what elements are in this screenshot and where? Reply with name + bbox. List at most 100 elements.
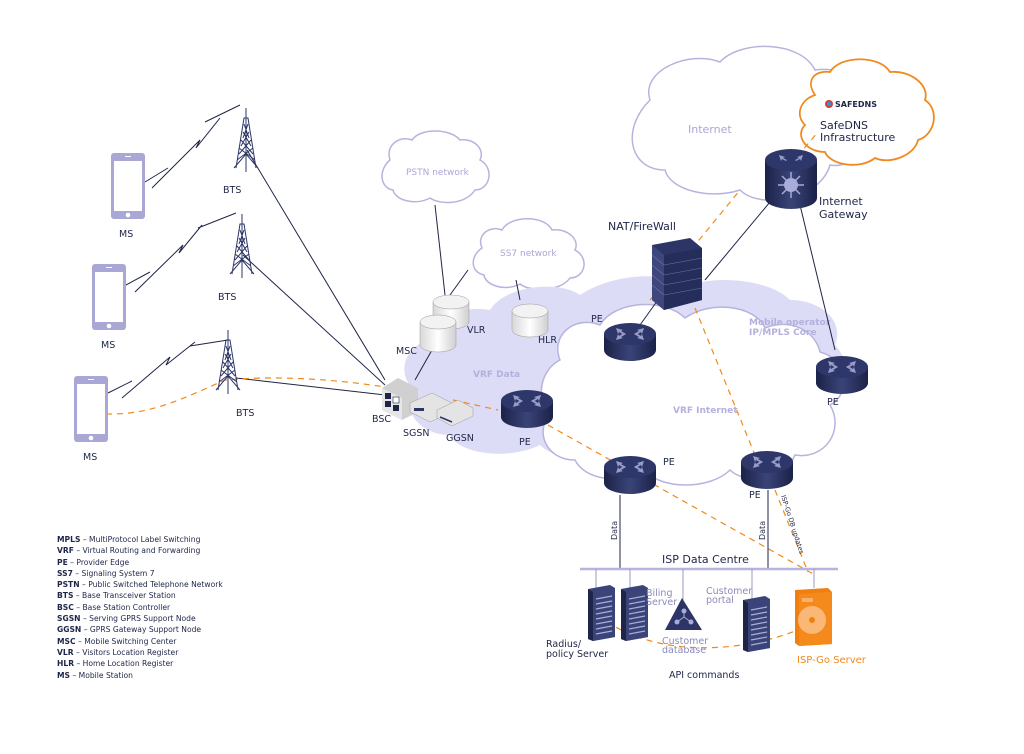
legend-desc: – Mobile Switching Center bbox=[75, 636, 177, 646]
pe-router-4 bbox=[741, 451, 793, 489]
safedns-brand: SAFEDNS bbox=[835, 100, 877, 109]
hlr-cylinder bbox=[511, 303, 549, 338]
legend-desc: – Signaling System 7 bbox=[72, 568, 155, 578]
legend-abbr: SGSN bbox=[57, 614, 81, 624]
hlr-label: HLR bbox=[538, 335, 557, 346]
ms-phone-3 bbox=[74, 376, 108, 442]
legend-row: VLR – Visitors Location Register bbox=[57, 647, 223, 658]
msc-cylinder bbox=[419, 314, 457, 353]
legend-abbr: VRF bbox=[57, 546, 74, 556]
portal-server-icon bbox=[742, 595, 771, 653]
ispgo-server-icon bbox=[795, 588, 832, 646]
legend-abbr: MSC bbox=[57, 636, 76, 646]
legend-row: MPLS – MultiProtocol Label Switching bbox=[57, 534, 223, 545]
legend-desc: – Mobile Station bbox=[70, 670, 133, 680]
billing-label-2: Server bbox=[646, 597, 677, 608]
legend-row: SGSN – Serving GPRS Support Node bbox=[57, 613, 223, 624]
legend-abbr: SS7 bbox=[57, 568, 73, 578]
ms-phone-2 bbox=[92, 264, 126, 330]
data-link-label-1: Data bbox=[610, 521, 619, 540]
legend-abbr: PE bbox=[57, 557, 68, 567]
radius-label-2: policy Server bbox=[546, 649, 608, 660]
legend-row: MS – Mobile Station bbox=[57, 670, 223, 681]
bsc-label: BSC bbox=[372, 414, 391, 425]
solid-links bbox=[107, 104, 836, 570]
legend-row: SS7 – Signaling System 7 bbox=[57, 568, 223, 579]
legend-abbr: MS bbox=[57, 670, 71, 680]
safedns-logo: SAFEDNS bbox=[825, 100, 877, 109]
pe-label-3: PE bbox=[663, 457, 675, 468]
ggsn-device bbox=[436, 399, 474, 427]
customer-database-icon bbox=[665, 598, 702, 630]
legend-row: PE – Provider Edge bbox=[57, 557, 223, 568]
billing-label: Biling bbox=[646, 588, 673, 599]
sgsn-label: SGSN bbox=[403, 428, 430, 439]
bts-label-3: BTS bbox=[236, 408, 254, 419]
legend-desc: – Provider Edge bbox=[67, 557, 130, 567]
vlr-label: VLR bbox=[467, 325, 486, 336]
datacentre-title: ISP Data Centre bbox=[662, 553, 749, 566]
portal-label-2: portal bbox=[706, 595, 734, 606]
legend-abbr: HLR bbox=[57, 659, 75, 669]
msc-label: MSC bbox=[396, 346, 417, 357]
pstn-cloud bbox=[381, 130, 490, 204]
legend-abbr: MPLS bbox=[57, 535, 81, 544]
firewall-label: NAT/FireWall bbox=[608, 220, 676, 233]
vrf-internet-label: VRF Internet bbox=[673, 406, 738, 416]
ms-label-2: MS bbox=[101, 340, 115, 351]
legend-desc: – Base Transceiver Station bbox=[73, 591, 176, 601]
mpls-core-label-2: IP/MPLS Core bbox=[749, 328, 816, 338]
legend-abbr: PSTN bbox=[57, 580, 80, 590]
ms-label-1: MS bbox=[119, 229, 133, 240]
billing-server-icon bbox=[620, 584, 649, 642]
safedns-subtitle: Infrastructure bbox=[820, 131, 896, 144]
pe-label-2: PE bbox=[519, 437, 531, 448]
legend-desc: – MultiProtocol Label Switching bbox=[80, 535, 201, 544]
legend-abbr: GGSN bbox=[57, 625, 82, 635]
bts-label-1: BTS bbox=[223, 185, 241, 196]
legend-row: MSC – Mobile Switching Center bbox=[57, 636, 223, 647]
safedns-title: SafeDNS bbox=[820, 119, 868, 132]
ggsn-label: GGSN bbox=[446, 433, 474, 444]
legend-row: GGSN – GPRS Gateway Support Node bbox=[57, 624, 223, 635]
legend-row: PSTN – Public Switched Telephone Network bbox=[57, 579, 223, 590]
pe-label-1: PE bbox=[591, 314, 603, 325]
radius-server-icon bbox=[587, 584, 616, 642]
bus-drops bbox=[595, 569, 815, 600]
legend-desc: – Visitors Location Register bbox=[73, 647, 179, 657]
ss7-cloud bbox=[472, 218, 585, 291]
portal-label: Customer bbox=[706, 586, 752, 597]
legend-abbr: BTS bbox=[57, 591, 74, 601]
legend-row: BSC – Base Station Controller bbox=[57, 602, 223, 613]
legend-desc: – Serving GPRS Support Node bbox=[80, 614, 196, 624]
gateway-label-2: Gateway bbox=[819, 208, 868, 221]
pe-label-4: PE bbox=[749, 490, 761, 501]
gateway-label: Internet bbox=[819, 195, 863, 208]
pe-router-3 bbox=[604, 456, 656, 494]
legend-row: VRF – Virtual Routing and Forwarding bbox=[57, 545, 223, 556]
data-link-label-2: Data bbox=[758, 521, 767, 540]
db-updates-label: ISP-Go DB updates bbox=[779, 494, 806, 555]
bts-label-2: BTS bbox=[218, 292, 236, 303]
ispgo-label: ISP-Go Server bbox=[797, 655, 867, 666]
safedns-cloud bbox=[798, 58, 935, 166]
legend-desc: – Public Switched Telephone Network bbox=[79, 580, 223, 590]
legend-desc: – Base Station Controller bbox=[73, 602, 171, 612]
radius-label: Radius/ bbox=[546, 639, 582, 650]
legend-desc: – Home Location Register bbox=[74, 659, 174, 669]
pe-label-5: PE bbox=[827, 397, 839, 408]
customer-db-label-2: database bbox=[662, 645, 706, 656]
legend-row: HLR – Home Location Register bbox=[57, 658, 223, 669]
legend-abbr: BSC bbox=[57, 602, 74, 612]
customer-db-label: Customer bbox=[662, 636, 708, 647]
internet-label: Internet bbox=[688, 123, 732, 136]
legend-desc: – Virtual Routing and Forwarding bbox=[73, 546, 201, 556]
api-commands-label: API commands bbox=[669, 670, 739, 681]
pstn-label: PSTN network bbox=[406, 168, 470, 178]
legend-desc: – GPRS Gateway Support Node bbox=[81, 625, 202, 635]
firewall-icon bbox=[651, 238, 703, 310]
internet-gateway-icon bbox=[765, 149, 817, 209]
bts-tower-2 bbox=[229, 213, 255, 279]
